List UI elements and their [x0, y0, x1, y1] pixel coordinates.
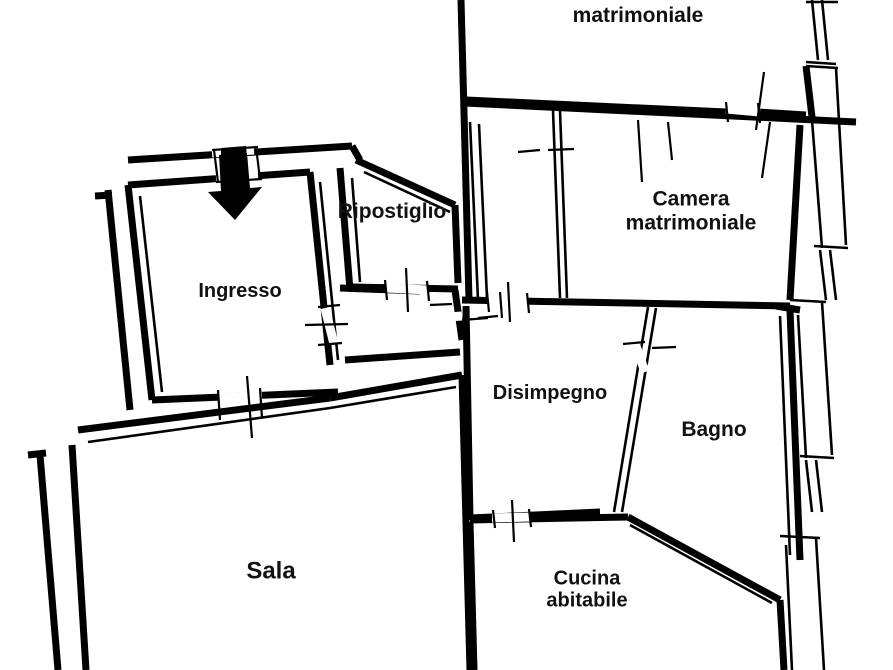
tick-vestibule-east-a: [429, 302, 453, 307]
wall-camera-top: [464, 99, 857, 126]
tick-ingresso-south-b: [258, 387, 264, 419]
wall-camera-right-upper: [786, 124, 804, 301]
tick-camera-north-line: [754, 71, 766, 131]
tick-ripostiglio-b: [425, 280, 431, 302]
detail-right-shaft-b: [820, 0, 830, 61]
tick-camera-north-line2: [760, 121, 772, 179]
tick-ripostiglio-a: [383, 279, 389, 301]
partition-sala-inner-diag: [329, 385, 457, 410]
door-gap-disimpegno-bagno: [631, 344, 650, 374]
wall-ingresso-left: [124, 184, 156, 401]
wall-outer-left-stub-top: [94, 191, 113, 200]
wall-ripostiglio-right: [451, 204, 462, 284]
tick-camera-wardrobe-b: [547, 147, 575, 152]
detail-right-bot-e: [784, 544, 794, 670]
wall-bagno-right-notch: [775, 302, 801, 314]
tick-cucina-north-a: [491, 509, 497, 529]
tick-cucina-north-line: [510, 499, 516, 543]
door-gap-vestibule-east: [433, 311, 463, 323]
wall-group-thin: [87, 0, 849, 670]
wall-group-thick: [27, 0, 857, 670]
tick-camera-wardrobe-a: [517, 148, 541, 154]
door-ticks: [211, 71, 772, 543]
detail-right-bot-c: [779, 534, 821, 540]
tick-disim-bagno-b: [651, 345, 677, 350]
partition-camera-wardrobe-b: [558, 110, 569, 299]
wall-upper-bedroom-bottom-right: [757, 108, 807, 119]
detail-right-bot-b: [814, 459, 824, 513]
wall-ripostiglio-left: [336, 167, 354, 291]
tick-ingresso-entry-b: [254, 146, 262, 180]
tick-ripostiglio-line: [404, 267, 410, 313]
detail-right-long-a: [805, 64, 839, 70]
detail-right-low-cap: [799, 454, 835, 460]
detail-right-long-b: [834, 67, 848, 246]
partition-ingresso-inner-left: [138, 195, 164, 393]
detail-right-mid-a: [818, 249, 828, 301]
detail-right-shaft-a: [810, 0, 820, 61]
door-gap-camera-wardrobe: [525, 138, 542, 170]
tick-ingresso-entry-a: [212, 149, 220, 183]
wall-sala-diag-right: [329, 371, 463, 402]
tick-camera-south-line: [506, 281, 512, 323]
partition-camera-left-b: [477, 123, 489, 299]
tick-camera-north-a: [724, 101, 730, 123]
detail-right-low-a: [789, 298, 827, 304]
detail-right-long-c: [810, 119, 824, 249]
entrance-arrow-shape: [208, 153, 262, 220]
tick-disim-north-a: [498, 291, 504, 319]
tick-camera-south-b: [525, 292, 531, 314]
wall-upper-central-vertical: [457, 0, 473, 301]
wall-cucina-bottom-left: [466, 521, 478, 670]
tick-ingresso-east-a: [317, 303, 341, 309]
tick-ingresso-south-a: [216, 389, 222, 421]
entrance-arrow-tail: [221, 146, 247, 160]
partition-disimpegno-bagno-a: [612, 306, 650, 513]
partition-ripostiglio-inner-diag: [363, 170, 451, 214]
wall-ingresso-right: [306, 171, 334, 366]
detail-right-shaft-top-cap: [805, 60, 837, 66]
detail-right-long-cap: [813, 244, 849, 250]
detail-right-low-c: [796, 314, 808, 459]
detail-right-low-b: [820, 301, 834, 456]
tick-ingresso-south-line: [245, 375, 254, 439]
entrance-arrow: [208, 146, 262, 220]
wall-cucina-right: [776, 599, 788, 670]
partition-camera-wardrobe-a: [551, 109, 562, 299]
wall-sala-left-outer: [36, 454, 62, 670]
tick-disim-north-b: [477, 314, 499, 320]
wall-outer-left-ingresso: [104, 189, 134, 411]
partition-sala-inner-top: [87, 406, 331, 444]
wall-cucina-diag: [626, 513, 782, 604]
wall-ripostiglio-diag-top: [354, 156, 457, 209]
wall-sala-right-vertical: [458, 374, 474, 670]
tick-camera-int-b: [666, 121, 674, 161]
door-gap-ingresso-east: [320, 306, 339, 346]
partition-ripostiglio-inner-left: [350, 177, 362, 283]
wall-sala-left-inner: [68, 444, 90, 670]
wall-camera-right-notch-top: [802, 65, 816, 118]
partition-cucina-diag-inner: [629, 523, 773, 605]
tick-ingresso-east-b: [317, 341, 343, 347]
partition-camera-left-a: [468, 121, 480, 301]
door-gap-ingresso-south: [217, 391, 263, 403]
partition-disimpegno-bagno-b: [620, 307, 658, 513]
detail-right-bot-a: [804, 459, 814, 513]
partition-bagno-inner-right: [778, 315, 792, 556]
door-gap-camera-north: [725, 104, 761, 117]
detail-right-bot-d: [814, 537, 826, 670]
tick-ingresso-east-sw: [304, 322, 349, 327]
wall-sala-top: [77, 394, 331, 434]
door-gap-cucina-north: [491, 512, 531, 523]
wall-vestibule-bottom: [344, 348, 461, 364]
tick-disim-bagno-a: [622, 340, 646, 346]
tick-camera-south-a: [485, 291, 491, 313]
wall-disimpegno-left: [462, 305, 474, 521]
wall-outer-left-stub-low: [27, 449, 47, 459]
wall-bagno-right: [786, 309, 804, 561]
tick-cucina-north-b: [527, 508, 533, 528]
detail-right-mid-b: [828, 249, 838, 301]
tick-camera-int-a: [636, 119, 644, 183]
